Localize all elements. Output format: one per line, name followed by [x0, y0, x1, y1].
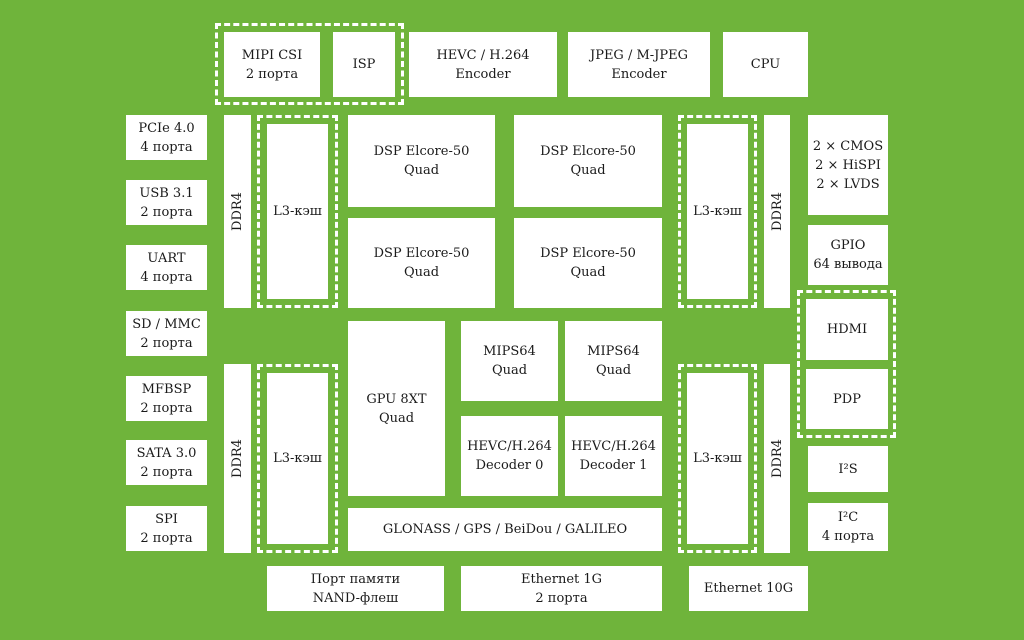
gpu-block: GPU 8XT Quad: [348, 321, 445, 496]
camera-input-group: [215, 23, 404, 105]
ddr4-label: DDR4: [230, 439, 245, 478]
ethernet-10g-block: Ethernet 10G: [689, 566, 808, 611]
gnss-block: GLONASS / GPS / BeiDou / GALILEO: [348, 508, 662, 551]
mips64-block-2: MIPS64 Quad: [565, 321, 662, 401]
cpu-block: CPU: [723, 32, 808, 97]
i2s-block: I²S: [808, 446, 888, 492]
i2c-block: I²C 4 порта: [808, 503, 888, 551]
ddr4-bottom-right: DDR4: [764, 364, 790, 553]
sd-mmc-block: SD / MMC 2 порта: [126, 311, 207, 356]
hdmi-block: HDMI: [806, 299, 888, 360]
l3-cache-frame-tl: [257, 115, 338, 308]
ddr4-bottom-left: DDR4: [224, 364, 251, 553]
hevc-decoder-0-block: HEVC/H.264 Decoder 0: [461, 416, 558, 496]
ddr4-label: DDR4: [230, 192, 245, 231]
ethernet-1g-block: Ethernet 1G 2 порта: [461, 566, 662, 611]
hevc-encoder-block: HEVC / H.264 Encoder: [409, 32, 557, 97]
ddr4-label: DDR4: [769, 192, 785, 231]
l3-cache-frame-bl: [257, 364, 338, 553]
ddr4-label: DDR4: [769, 439, 785, 478]
dsp-elcore-block-4: DSP Elcore-50 Quad: [514, 218, 662, 308]
sensor-interfaces-block: 2 × CMOS 2 × HiSPI 2 × LVDS: [808, 115, 888, 215]
ddr4-top-right: DDR4: [764, 115, 790, 308]
nand-port-block: Порт памяти NAND-флеш: [267, 566, 444, 611]
l3-cache-frame-tr: [678, 115, 757, 308]
hevc-decoder-1-block: HEVC/H.264 Decoder 1: [565, 416, 662, 496]
l3-cache-top-right: L3-кэш: [687, 124, 748, 299]
gpio-block: GPIO 64 вывода: [808, 225, 888, 285]
dsp-elcore-block-2: DSP Elcore-50 Quad: [514, 115, 662, 207]
display-output-group: [797, 290, 896, 438]
jpeg-encoder-block: JPEG / M-JPEG Encoder: [568, 32, 710, 97]
spi-block: SPI 2 порта: [126, 506, 207, 551]
mips64-block-1: MIPS64 Quad: [461, 321, 558, 401]
dsp-elcore-block-3: DSP Elcore-50 Quad: [348, 218, 495, 308]
ddr4-top-left: DDR4: [224, 115, 251, 308]
dsp-elcore-block-1: DSP Elcore-50 Quad: [348, 115, 495, 207]
isp-block: ISP: [333, 32, 395, 97]
mfbsp-block: MFBSP 2 порта: [126, 376, 207, 421]
uart-block: UART 4 порта: [126, 245, 207, 290]
usb-block: USB 3.1 2 порта: [126, 180, 207, 225]
l3-cache-top-left: L3-кэш: [267, 124, 328, 299]
l3-cache-bottom-left: L3-кэш: [267, 373, 328, 544]
mipi-csi-block: MIPI CSI 2 порта: [224, 32, 320, 97]
l3-cache-frame-br: [678, 364, 757, 553]
sata-block: SATA 3.0 2 порта: [126, 440, 207, 485]
pcie-block: PCIe 4.0 4 порта: [126, 115, 207, 160]
pdp-block: PDP: [806, 369, 888, 429]
l3-cache-bottom-right: L3-кэш: [687, 373, 748, 544]
